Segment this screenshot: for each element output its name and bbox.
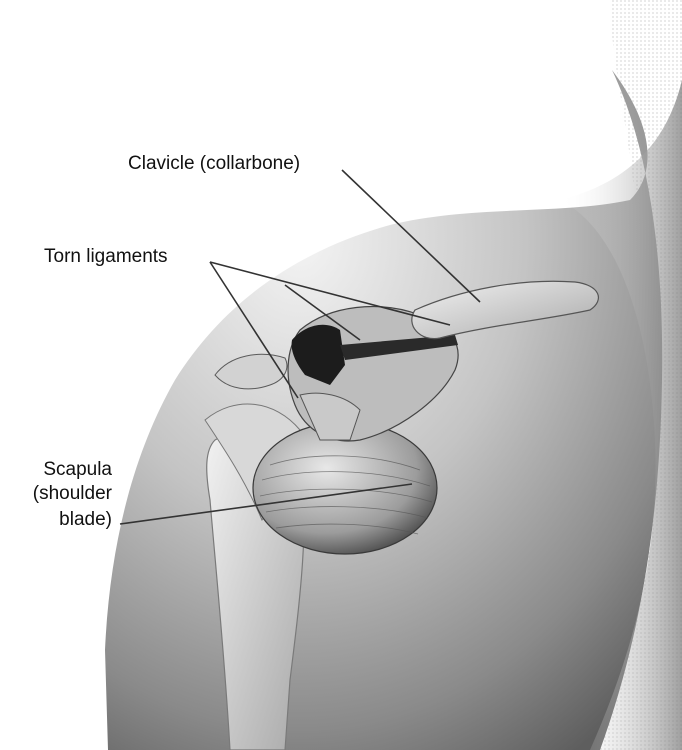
humeral-head	[253, 422, 437, 554]
scapula-label-line3: blade)	[6, 508, 112, 532]
scapula-label-line2: (shoulder	[0, 482, 112, 506]
scapula-label-line1: Scapula	[6, 458, 112, 482]
torn-ligaments-label: Torn ligaments	[44, 245, 168, 269]
clavicle-label: Clavicle (collarbone)	[128, 152, 300, 176]
